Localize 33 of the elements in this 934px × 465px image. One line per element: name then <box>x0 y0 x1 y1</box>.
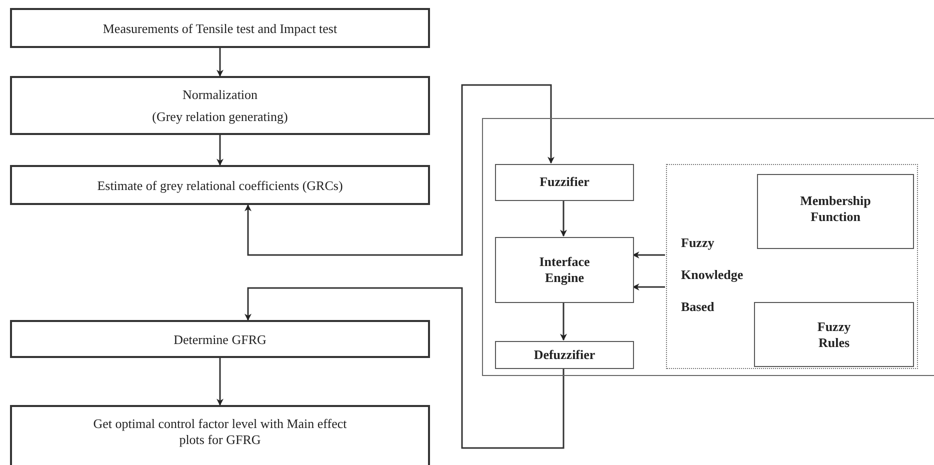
box-label: Normalization <box>181 87 259 103</box>
process-box <box>495 164 634 201</box>
box-label: Membership Function <box>799 193 872 225</box>
dashed-group-box <box>666 164 918 369</box>
arrow <box>244 84 554 256</box>
process-box <box>10 8 430 48</box>
box-label: Get optimal control factor level with Main effect plots for GFRG <box>92 416 348 448</box>
box-label: Measurements of Tensile test and Impact test <box>102 21 338 37</box>
arrow <box>560 200 567 237</box>
group-label: Fuzzy Knowledge Based <box>681 234 744 316</box>
box-label: Interface Engine <box>538 254 591 286</box>
process-box <box>495 341 634 369</box>
process-box <box>10 405 430 465</box>
process-box <box>10 320 430 358</box>
process-box <box>754 302 914 367</box>
box-label: Defuzzifier <box>532 347 596 363</box>
box-label: Fuzzifier <box>538 174 590 190</box>
arrow <box>216 358 224 406</box>
system-frame <box>482 118 934 376</box>
box-label: Estimate of grey relational coefficients (GRCs) <box>96 178 344 194</box>
arrow <box>632 252 665 258</box>
arrow <box>216 48 224 77</box>
arrow <box>216 135 224 166</box>
arrow <box>244 287 564 449</box>
process-box <box>10 76 430 135</box>
box-label: (Grey relation generating) <box>151 109 289 125</box>
process-box <box>495 237 634 303</box>
process-box <box>10 165 430 205</box>
box-label: Fuzzy Rules <box>816 319 852 351</box>
arrow <box>560 302 567 341</box>
process-box <box>757 174 914 249</box>
arrow <box>632 284 665 290</box>
box-label: Determine GFRG <box>172 332 268 348</box>
